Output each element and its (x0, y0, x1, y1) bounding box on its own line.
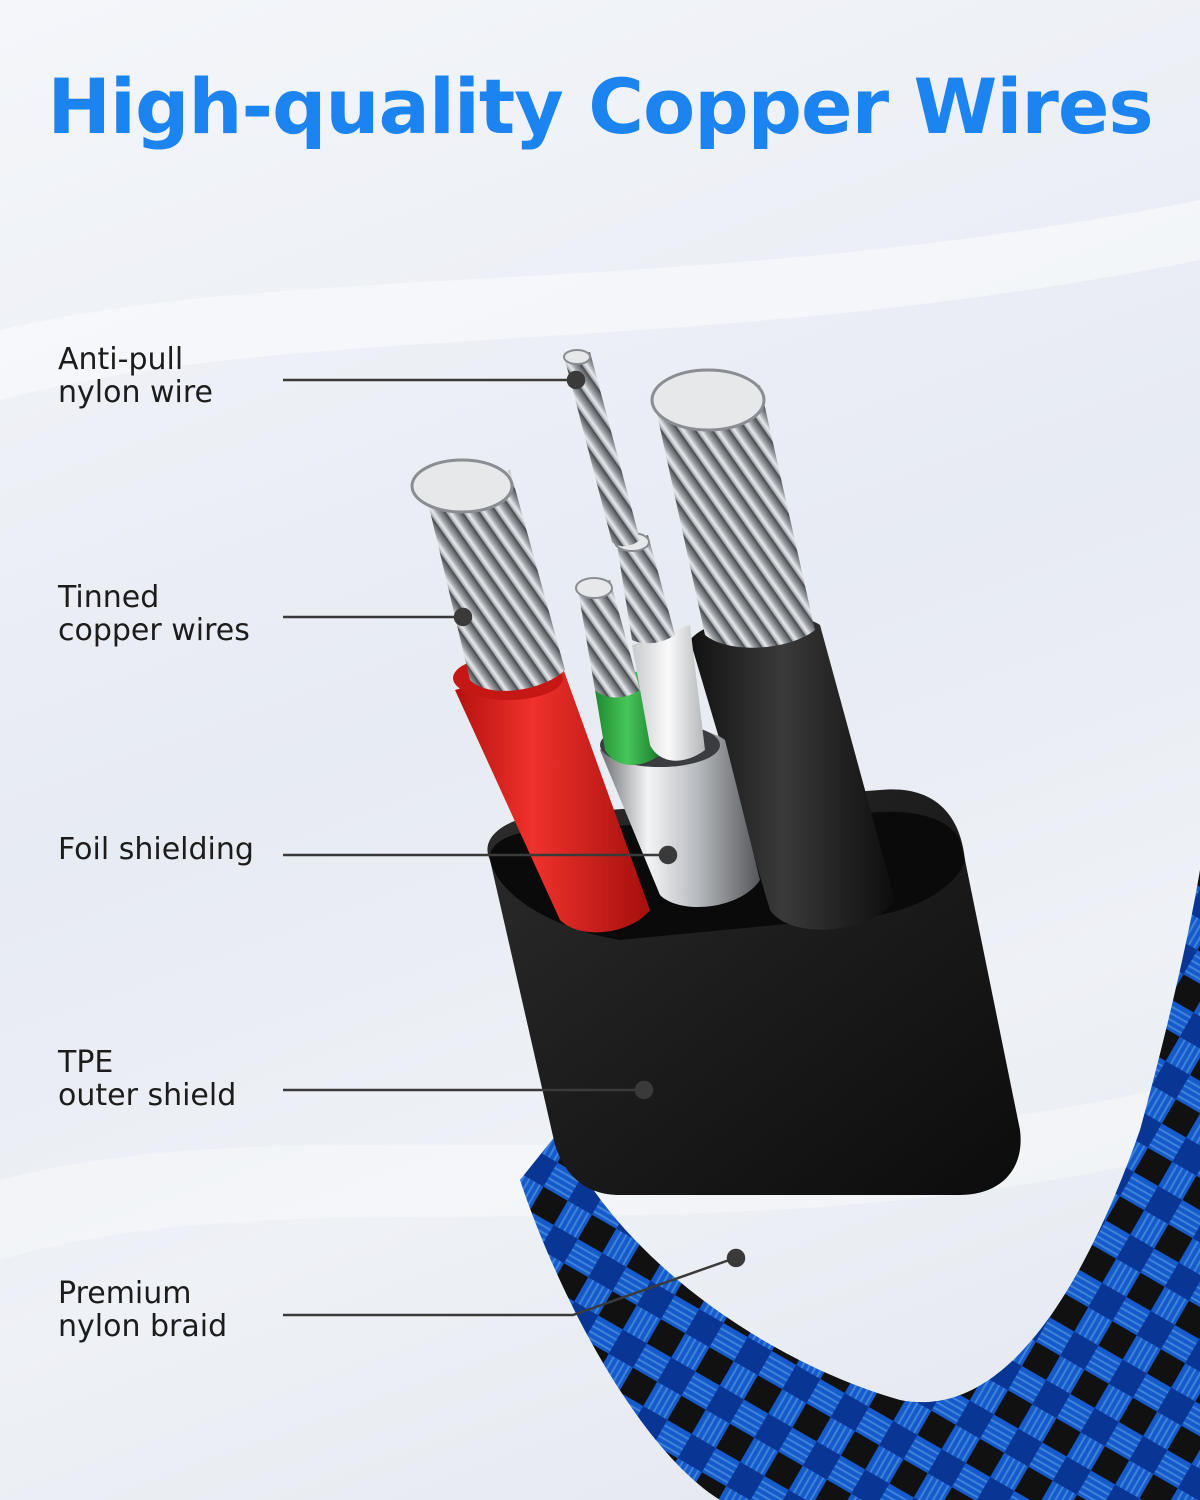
label-tinned-copper-wires: Tinned copper wires (58, 580, 250, 648)
black-wire (650, 368, 895, 930)
label-tpe-outer-shield: TPE outer shield (58, 1045, 237, 1113)
label-foil-shielding: Foil shielding (58, 832, 254, 867)
page-title: High-quality Copper Wires (47, 62, 1153, 151)
red-wire (410, 458, 650, 933)
foil-shield-bundle (575, 532, 760, 907)
anti-pull-wire (563, 349, 640, 547)
label-anti-pull-nylon-wire: Anti-pull nylon wire (58, 342, 214, 410)
leader-lines (283, 370, 746, 1317)
nylon-braid-cable (520, 870, 1200, 1500)
label-premium-nylon-braid: Premium nylon braid (58, 1276, 228, 1344)
